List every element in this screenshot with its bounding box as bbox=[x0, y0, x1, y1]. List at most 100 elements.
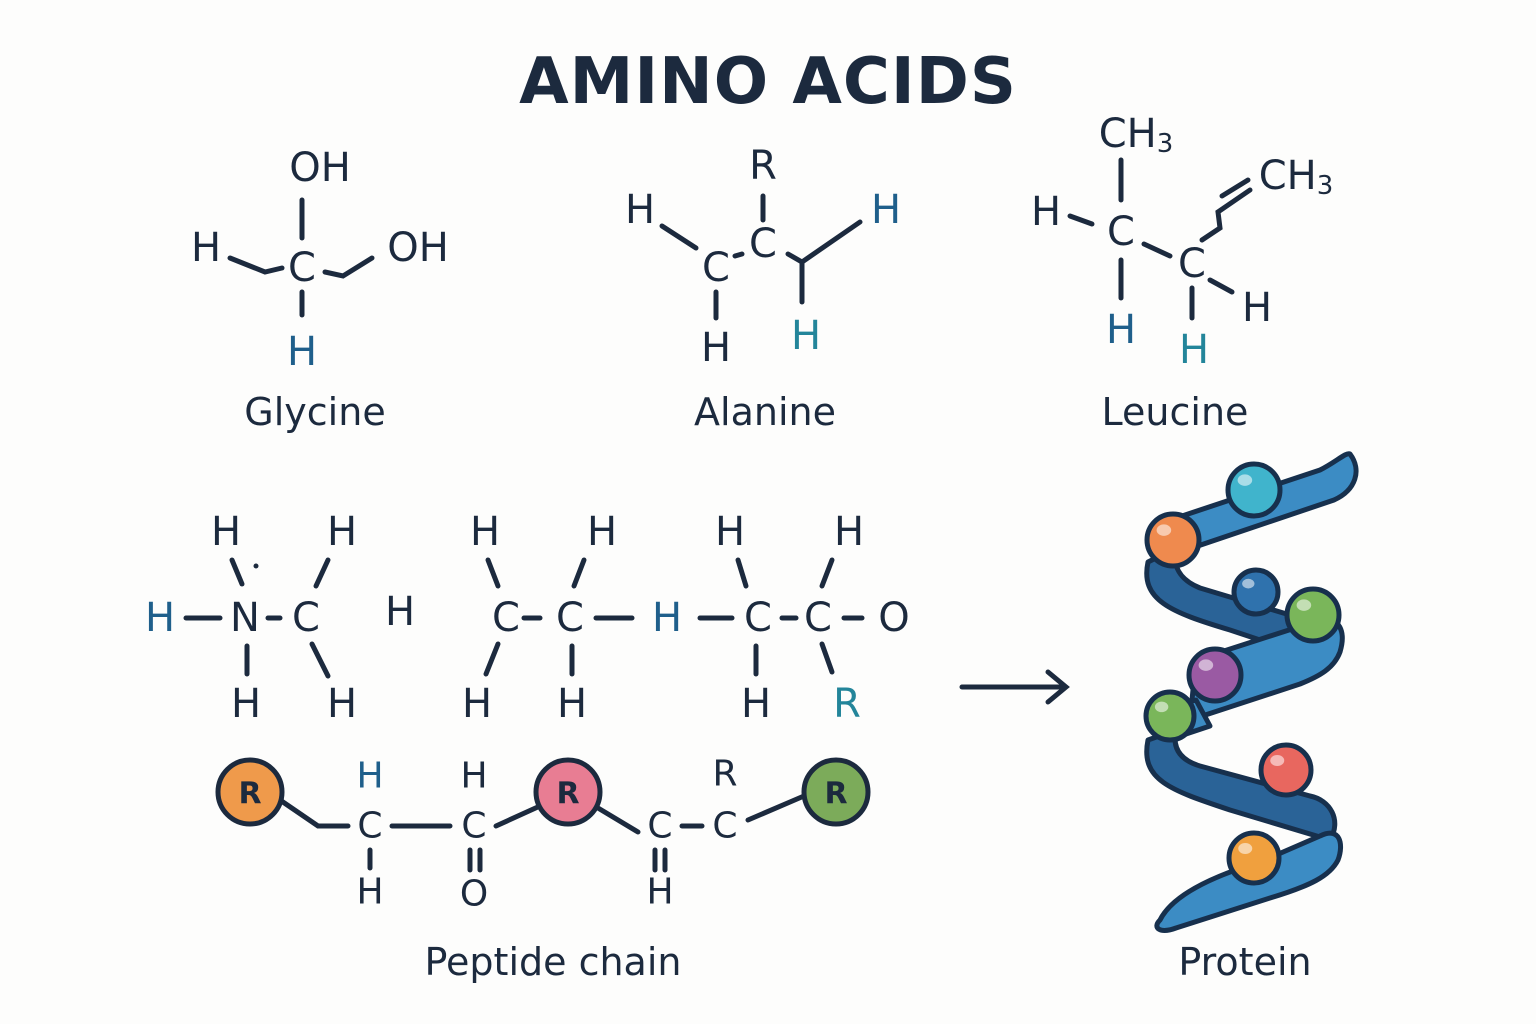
atom-n: N bbox=[230, 595, 260, 641]
atom-h-left: H bbox=[1031, 189, 1061, 235]
bond bbox=[483, 641, 501, 677]
bead-sphere bbox=[1144, 511, 1202, 569]
amine-structure: H N C H H H H H bbox=[145, 509, 415, 727]
bond bbox=[485, 557, 501, 589]
bead-highlight bbox=[1238, 843, 1253, 854]
residue-circle bbox=[801, 757, 871, 827]
glycine-structure: OH H C OH H Glycine bbox=[191, 145, 449, 434]
bead-sphere bbox=[1258, 742, 1314, 798]
bond bbox=[493, 803, 543, 829]
atom-h-c2-right: H bbox=[1242, 285, 1272, 331]
bead-highlight bbox=[1154, 701, 1169, 713]
atom-h-c-top: H bbox=[327, 509, 357, 555]
bead-sphere bbox=[1225, 461, 1283, 519]
atom-h-left: H bbox=[625, 187, 655, 233]
bond bbox=[277, 797, 351, 829]
atom-h-c1-bottom: H bbox=[701, 325, 731, 371]
atom-h-lone: H bbox=[385, 589, 415, 635]
bond bbox=[819, 557, 835, 589]
bond bbox=[785, 219, 863, 265]
peptide-chain: R R R H C H H C O C H C R Peptide chain bbox=[215, 754, 871, 984]
atom-h-c1-top: H bbox=[356, 756, 383, 797]
atom-o-c2-bottom: O bbox=[460, 874, 488, 915]
atom-c4: C bbox=[804, 595, 832, 641]
atom-h-n-bottom: H bbox=[231, 681, 261, 727]
arrow-head bbox=[1045, 669, 1070, 705]
atom-ch3-top: CH3 bbox=[1099, 111, 1174, 159]
bond bbox=[313, 557, 331, 589]
atom-h-left: H bbox=[191, 225, 221, 271]
bead-highlight bbox=[1237, 474, 1253, 486]
bead-sphere bbox=[1226, 830, 1282, 886]
bond bbox=[571, 557, 587, 589]
residue-circle bbox=[533, 757, 603, 827]
atom-c2: C bbox=[556, 595, 584, 641]
atom-c1: C bbox=[357, 806, 382, 847]
bond bbox=[227, 255, 285, 275]
atom-c1: C bbox=[1107, 209, 1135, 255]
bead-highlight bbox=[1198, 659, 1214, 671]
atom-h-c2-bottom: H bbox=[557, 681, 587, 727]
residue-label: R bbox=[556, 777, 579, 812]
amino-acid-bead bbox=[1225, 461, 1283, 519]
page-title: AMINO ACIDS bbox=[519, 45, 1017, 119]
atom-h-c1-bottom: H bbox=[1106, 307, 1136, 353]
residue-label: R bbox=[238, 777, 261, 812]
bond bbox=[229, 557, 245, 587]
bead-highlight bbox=[1156, 524, 1172, 536]
atom-h-mid: H bbox=[652, 595, 682, 641]
leucine-label: Leucine bbox=[1102, 390, 1249, 434]
atom-r-top: R bbox=[749, 143, 777, 189]
amino-acid-bead bbox=[1186, 646, 1244, 704]
leucine-structure: CH3 H C C H H H CH3 Leucine bbox=[1031, 111, 1333, 434]
bond bbox=[735, 557, 749, 589]
glycine-label: Glycine bbox=[244, 390, 385, 434]
ribbon-segment bbox=[1144, 727, 1338, 843]
atom-h-c2-bottom: H bbox=[1179, 327, 1209, 373]
atom-o: O bbox=[878, 595, 909, 641]
residue-r-3: R bbox=[801, 757, 871, 827]
atom-c2: C bbox=[749, 221, 777, 267]
atom-h-c3-top: H bbox=[715, 509, 745, 555]
residue-r-2: R bbox=[533, 757, 603, 827]
atom-h-c4-top: H bbox=[834, 509, 864, 555]
atom-h-c2-top: H bbox=[587, 509, 617, 555]
bond bbox=[309, 641, 331, 679]
amino-acid-bead bbox=[1284, 586, 1342, 644]
residue-label: R bbox=[824, 777, 847, 812]
alanine-structure: R H C C H H H Alanine bbox=[625, 143, 901, 434]
bond bbox=[1141, 241, 1173, 259]
bead-highlight bbox=[1296, 599, 1312, 611]
residue-circle bbox=[215, 757, 285, 827]
atom-h-c1-bottom: H bbox=[356, 872, 383, 913]
atom-c3: C bbox=[744, 595, 772, 641]
atom-c3: C bbox=[647, 806, 672, 847]
atom-oh-top: OH bbox=[289, 145, 351, 191]
bead-highlight bbox=[1270, 755, 1285, 766]
bead-sphere bbox=[1143, 689, 1197, 743]
bond bbox=[1067, 213, 1095, 227]
peptide-chain-label: Peptide chain bbox=[424, 940, 681, 984]
atom-h-c1-bottom: H bbox=[462, 681, 492, 727]
atom-c1: C bbox=[492, 595, 520, 641]
bead-sphere bbox=[1186, 646, 1244, 704]
atom-c-center: C bbox=[288, 245, 316, 291]
atom-oh-right: OH bbox=[387, 225, 449, 271]
atom-c1: C bbox=[702, 245, 730, 291]
bond bbox=[659, 223, 699, 251]
bond bbox=[1199, 187, 1253, 243]
amino-acid-bead bbox=[1144, 511, 1202, 569]
atom-c2: C bbox=[1178, 241, 1206, 287]
bond bbox=[1219, 177, 1251, 199]
amino-acid-bead bbox=[1258, 742, 1314, 798]
bond bbox=[322, 255, 375, 279]
carbon-chain-structure: C C H C C O H H H H H H H R bbox=[462, 509, 910, 727]
protein-label: Protein bbox=[1178, 940, 1311, 984]
atom-h-c1-top: H bbox=[470, 509, 500, 555]
atom-r-c4-top: R bbox=[712, 754, 737, 795]
bond bbox=[819, 641, 835, 675]
amino-acid-bead bbox=[1226, 830, 1282, 886]
bond bbox=[1207, 277, 1235, 295]
atom-h-right-bottom: H bbox=[791, 313, 821, 359]
